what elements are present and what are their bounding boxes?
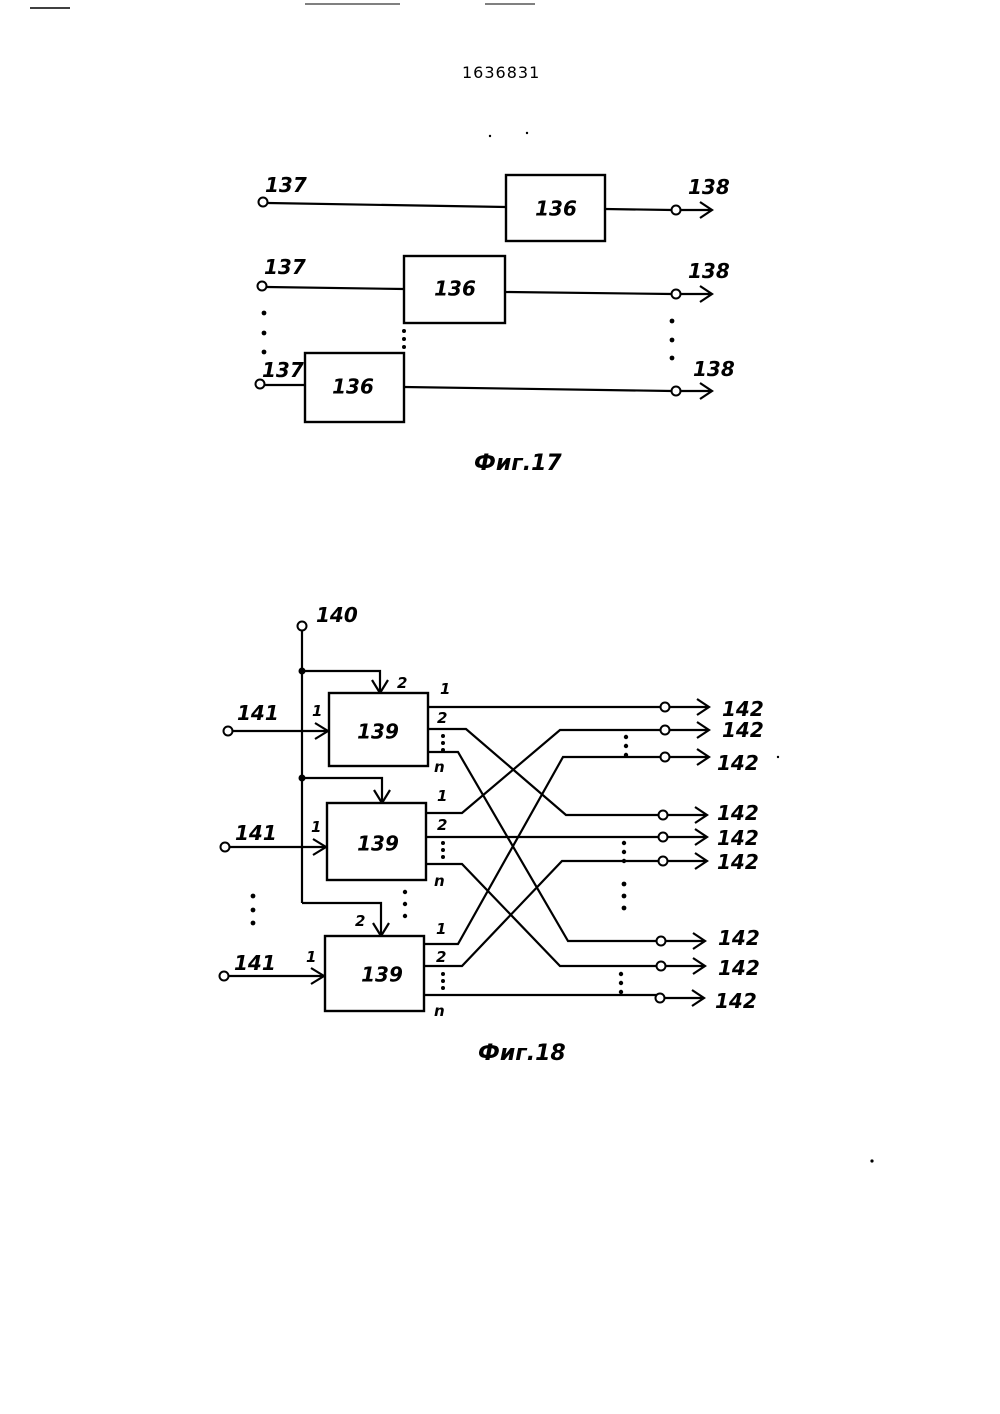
fig17-output-arrow-2	[681, 286, 712, 302]
scan-speck	[489, 135, 491, 137]
fig17-wire	[605, 209, 672, 210]
fig18-control-branch-1	[302, 671, 380, 693]
fig18-out-port-n: n	[434, 872, 445, 890]
fig17-wire	[404, 387, 672, 391]
fig18-port-1-label: 1	[311, 818, 321, 836]
scan-speck	[777, 756, 779, 758]
fig18-control-branch-3	[302, 903, 381, 936]
fig18-block-label-2: 139	[357, 832, 399, 856]
fig18-output-label: 142	[717, 850, 759, 874]
fig17-input-terminal-3	[256, 380, 265, 389]
fig17-input-label-3: 137	[262, 358, 304, 382]
fig17-output-arrow-3	[681, 383, 712, 399]
scan-speck	[526, 132, 528, 134]
fig18-input-terminal-1	[224, 727, 233, 736]
fig18-input-ellipsis	[251, 890, 408, 926]
fig18-input-terminal-2	[221, 843, 230, 852]
fig18-output-label: 142	[718, 956, 760, 980]
fig18-outputs	[656, 699, 710, 1006]
fig18-output-label: 142	[717, 751, 759, 775]
fig17-wire	[267, 287, 404, 289]
fig17-input-terminal-2	[258, 282, 267, 291]
page-number: 1636831	[462, 63, 540, 82]
fig18-port-2-label: 2	[355, 912, 365, 930]
fig17-caption: Фиг.17	[474, 451, 562, 476]
fig18-output-label: 142	[718, 926, 760, 950]
fig18-out-port-n: n	[434, 758, 445, 776]
fig18-control-label: 140	[316, 603, 358, 627]
fig18-output-label: 142	[722, 718, 764, 742]
fig18-output-label: 142	[717, 801, 759, 825]
fig18-out-port-2: 2	[437, 816, 447, 834]
fig18-out-port-2: 2	[436, 948, 446, 966]
fig18-port-2-label: 2	[397, 674, 407, 692]
fig18-out-port-2: 2	[437, 709, 447, 727]
fig17-output-label-3: 138	[693, 357, 735, 381]
fig17-block-label-2: 136	[434, 277, 476, 301]
fig17-wire	[268, 203, 506, 207]
fig17-output-terminal-1	[672, 206, 681, 215]
fig17-block-label-1: 136	[535, 197, 577, 221]
fig18-port-1-label: 1	[312, 702, 322, 720]
fig18-out-port-1: 1	[436, 920, 446, 938]
fig17-output-arrow-1	[681, 202, 712, 218]
fig17-output-terminal-2	[672, 290, 681, 299]
fig17-input-terminal-1	[259, 198, 268, 207]
fig17-input-label-1: 137	[265, 173, 307, 197]
scan-speck	[870, 1159, 873, 1162]
fig18-output-label: 142	[715, 989, 757, 1013]
fig18-diagram: 140 2 2 139 139 139 141 1 141 1	[220, 603, 764, 1066]
fig18-input-terminal-3	[220, 972, 229, 981]
fig18-input-label-1: 141	[237, 701, 279, 725]
fig18-control-terminal	[298, 622, 307, 631]
fig18-input-label-2: 141	[235, 821, 277, 845]
fig17-wire	[505, 292, 672, 294]
fig18-control-branch-2	[302, 778, 382, 803]
fig17-diagram: 137 136 138 137 136 138 137 136	[256, 173, 735, 476]
fig17-output-terminal-3	[672, 387, 681, 396]
fig18-out-port-1: 1	[437, 787, 447, 805]
fig17-output-label-1: 138	[688, 175, 730, 199]
fig18-caption: Фиг.18	[478, 1041, 566, 1066]
fig18-output-ellipsis	[619, 735, 628, 994]
fig18-out-port-1: 1	[440, 680, 450, 698]
fig18-input-label-3: 141	[234, 951, 276, 975]
fig18-block-label-1: 139	[357, 720, 399, 744]
fig18-output-label: 142	[717, 826, 759, 850]
fig17-output-label-2: 138	[688, 259, 730, 283]
fig17-input-label-2: 137	[264, 255, 306, 279]
fig18-out-port-n: n	[434, 1002, 445, 1020]
fig17-block-label-3: 136	[332, 375, 374, 399]
fig18-port-1-label: 1	[306, 948, 316, 966]
fig18-block-label-3: 139	[361, 963, 403, 987]
